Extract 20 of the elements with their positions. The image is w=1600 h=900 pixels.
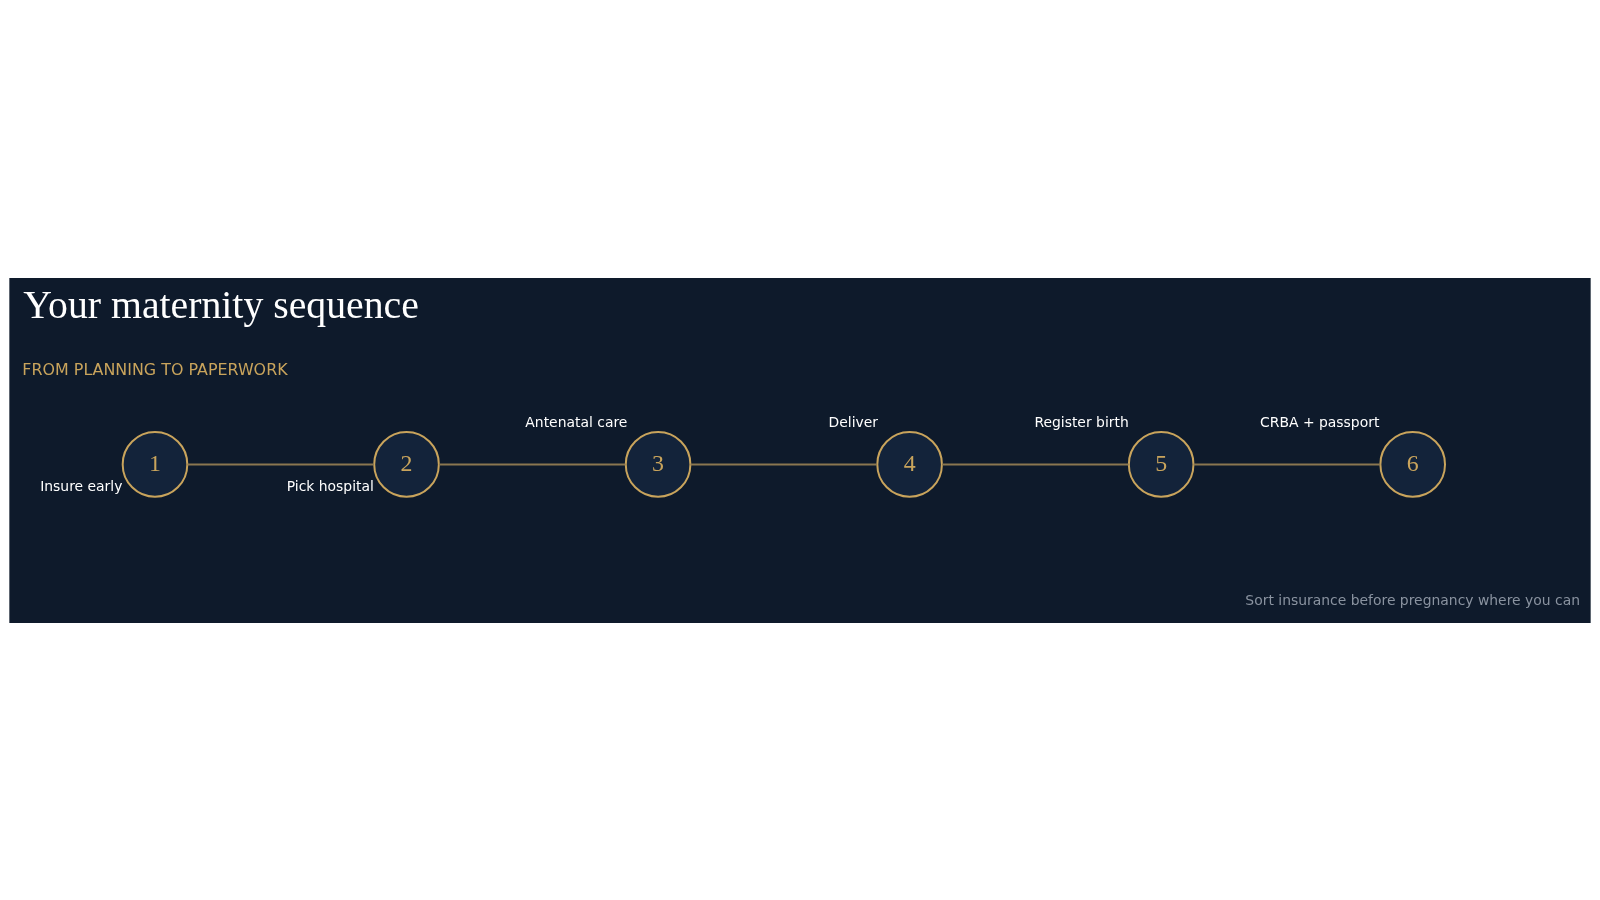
- caption: Sort insurance before pregnancy where you can: [1245, 591, 1581, 608]
- node-label: Insure early: [40, 477, 123, 494]
- node-label: Register birth: [1034, 413, 1129, 430]
- label: FROM PLANNING TO PAPERWORK: [22, 359, 288, 379]
- connector: [689, 462, 879, 465]
- node-label: Pick hospital: [286, 477, 374, 494]
- connector: [186, 462, 375, 465]
- node-circle: 6: [1379, 430, 1446, 498]
- node-label: CRBA + passport: [1260, 413, 1380, 430]
- node-label: Deliver: [828, 413, 879, 430]
- node-circle: 1: [121, 430, 189, 498]
- node-circle: 4: [876, 430, 943, 498]
- diagram-title: Your maternity sequence: [23, 282, 419, 327]
- node-label: Antenatal care: [525, 413, 628, 430]
- connector: [1192, 462, 1382, 465]
- node-circle: 3: [624, 430, 692, 498]
- connector: [437, 462, 627, 465]
- node-circle: 2: [373, 430, 440, 498]
- node-circle: 5: [1127, 430, 1195, 498]
- connector: [941, 462, 1130, 465]
